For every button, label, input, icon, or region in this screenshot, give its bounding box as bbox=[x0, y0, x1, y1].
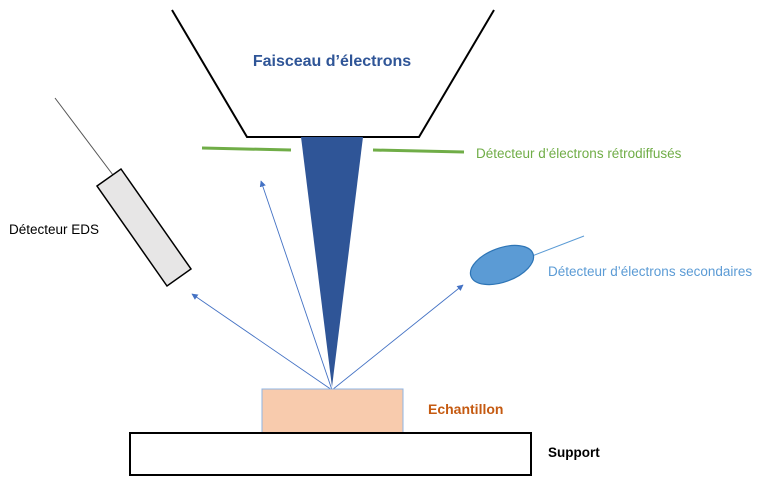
eds-detector-cable bbox=[54, 97, 114, 176]
sample-label: Echantillon bbox=[428, 401, 503, 417]
secondary-detector-cable bbox=[531, 235, 585, 257]
eds-detector-label: Détecteur EDS bbox=[9, 222, 99, 237]
electron-beam bbox=[301, 137, 363, 387]
secondary-detector bbox=[469, 244, 535, 286]
sample bbox=[261, 388, 404, 435]
electron-column-lens bbox=[171, 9, 495, 138]
eds-detector bbox=[95, 167, 193, 288]
backscatter-detector-left bbox=[201, 146, 292, 152]
secondary-detector-label: Détecteur d’électrons secondaires bbox=[548, 264, 752, 279]
emission-arrow-backscatter bbox=[259, 180, 333, 391]
emission-arrow-secondary bbox=[331, 284, 464, 391]
beam-label: Faisceau d’électrons bbox=[253, 53, 411, 70]
backscatter-detector-right bbox=[372, 148, 465, 154]
emission-arrow-eds bbox=[191, 293, 333, 391]
backscatter-detector-label: Détecteur d’électrons rétrodiffusés bbox=[476, 146, 682, 161]
support-label: Support bbox=[548, 445, 600, 460]
support bbox=[129, 432, 532, 476]
